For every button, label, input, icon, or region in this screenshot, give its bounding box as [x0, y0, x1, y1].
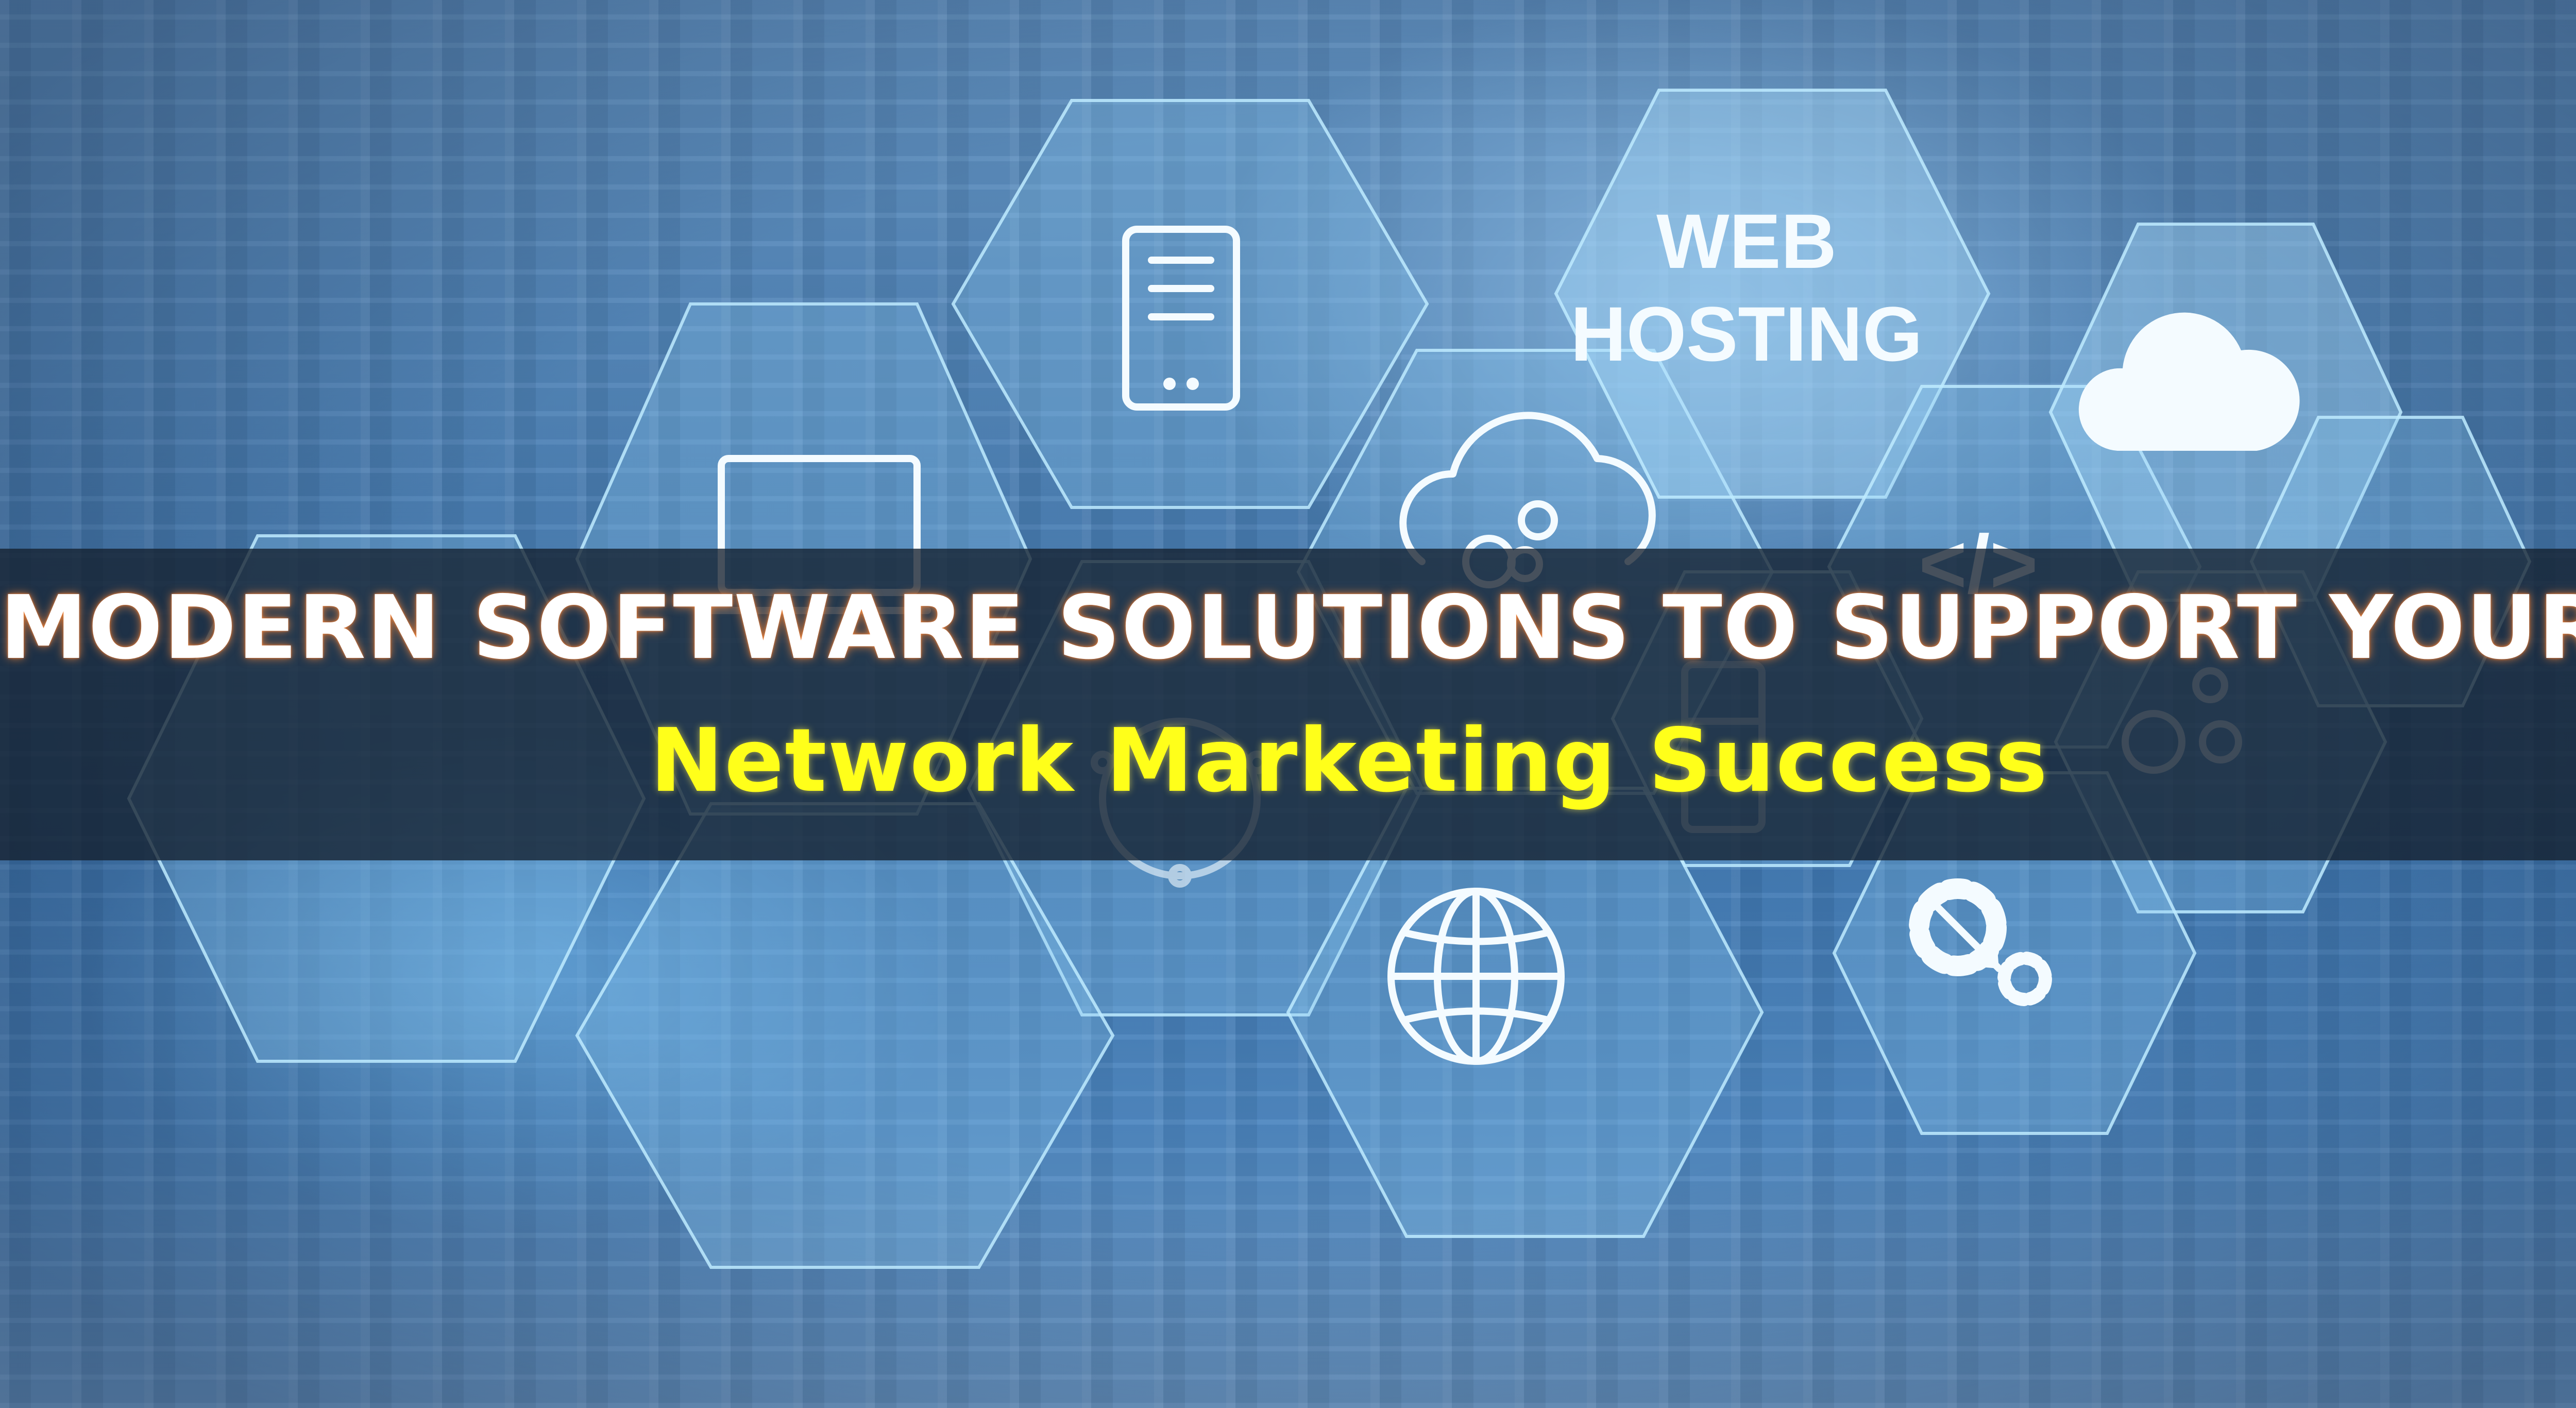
hexagon-web-hosting	[1554, 89, 1991, 499]
server-icon	[1122, 226, 1240, 411]
headline-banner	[0, 549, 2576, 860]
hexagon-server	[951, 99, 1429, 509]
headline-line1: MODERN SOFTWARE SOLUTIONS TO SUPPORT YOU…	[0, 577, 2576, 679]
web-hosting-label-line2: HOSTING	[1570, 291, 1922, 377]
cloud-icon	[2078, 312, 2300, 451]
settings-arrow-icon	[1909, 878, 2052, 1006]
headline-line2: Network Marketing Success	[650, 710, 2049, 812]
web-hosting-label-line1: WEB	[1656, 198, 1837, 284]
globe-icon	[1387, 888, 1565, 1065]
headline: MODERN SOFTWARE SOLUTIONS TO SUPPORT YOU…	[0, 577, 2576, 812]
